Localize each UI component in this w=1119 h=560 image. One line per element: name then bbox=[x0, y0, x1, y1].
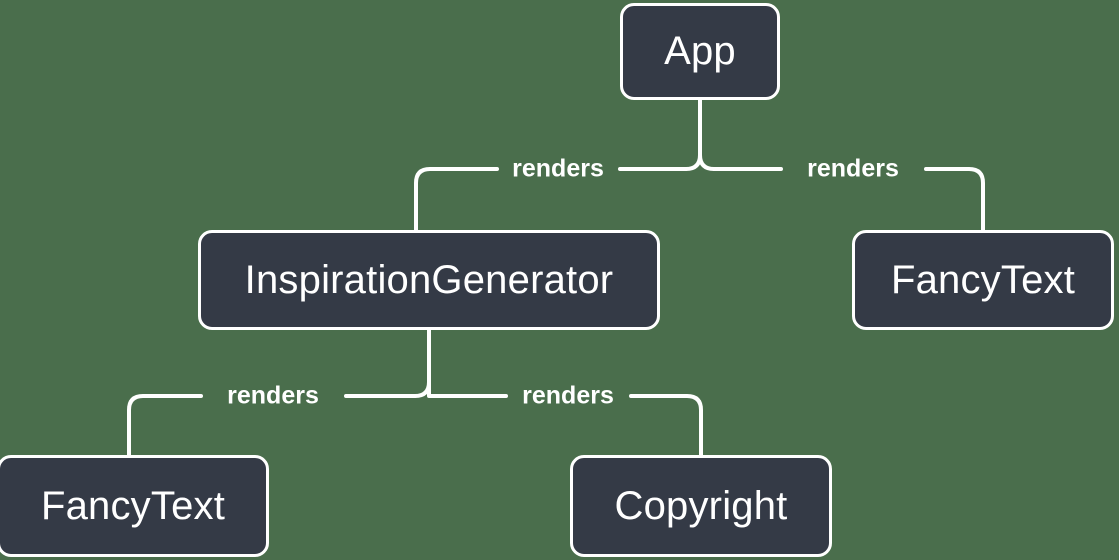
edge-inspirationgenerator-stem bbox=[413, 328, 431, 398]
node-inspiration-generator[interactable]: InspirationGenerator bbox=[198, 230, 660, 330]
node-app-label: App bbox=[664, 29, 736, 73]
edge-app-stem bbox=[684, 98, 702, 171]
edge-label-inspirationgenerator-to-copyright: renders bbox=[522, 381, 614, 410]
node-inspiration-generator-label: InspirationGenerator bbox=[244, 257, 614, 302]
edge-label-inspirationgenerator-to-fancytext-bottom: renders bbox=[227, 381, 319, 410]
edge-label-app-to-inspirationgenerator: renders bbox=[512, 154, 604, 183]
node-fancytext-right-label: FancyText bbox=[890, 257, 1076, 302]
node-fancytext-bottom[interactable]: FancyText bbox=[0, 455, 269, 557]
node-fancytext-bottom-label: FancyText bbox=[40, 483, 226, 528]
edge-label-app-to-fancytext-right: renders bbox=[807, 154, 899, 183]
node-copyright[interactable]: Copyright bbox=[570, 455, 832, 557]
edge-app-stem-right bbox=[698, 98, 716, 171]
node-app[interactable]: App bbox=[620, 3, 780, 100]
node-copyright-label: Copyright bbox=[614, 483, 788, 528]
edge-inspirationgenerator-stem-right bbox=[427, 328, 445, 399]
node-fancytext-right[interactable]: FancyText bbox=[852, 230, 1114, 330]
